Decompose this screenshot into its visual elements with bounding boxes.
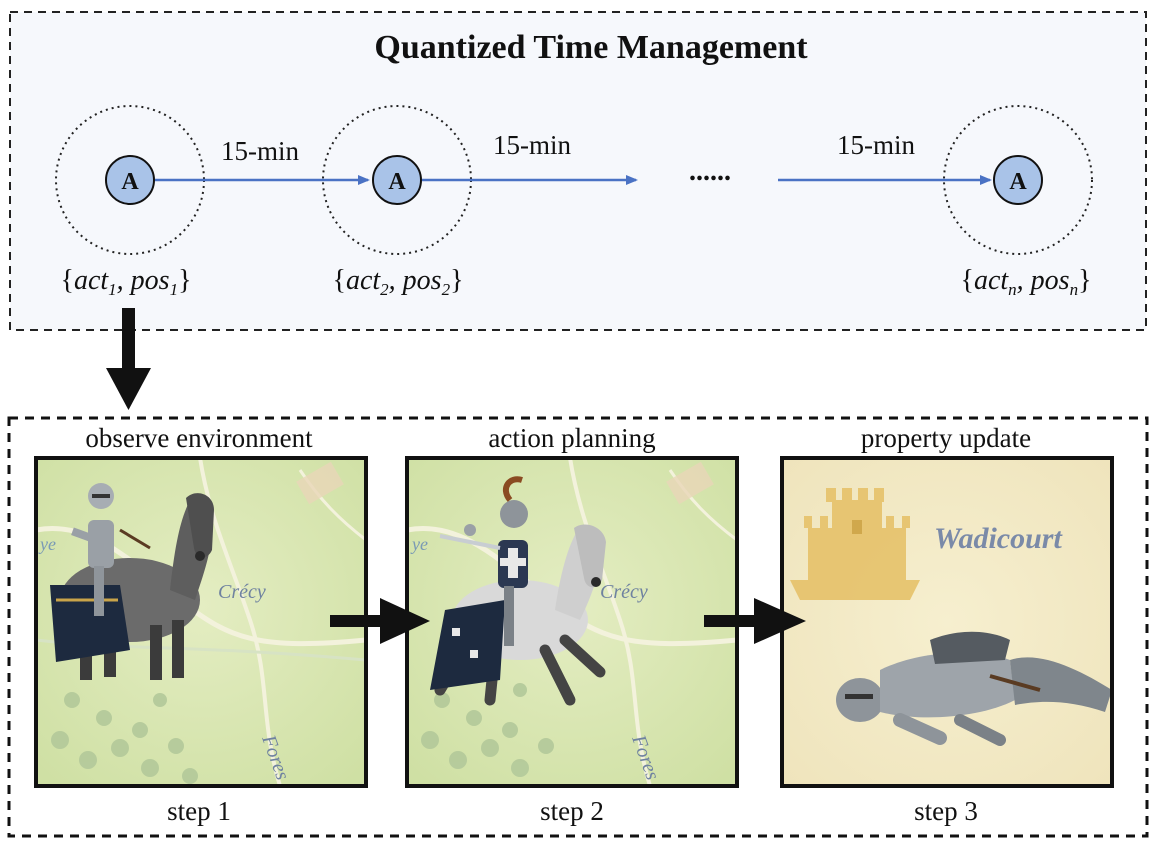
step-2-image: Fores Crécy ye xyxy=(405,456,739,788)
mounted-knight-figure xyxy=(50,483,214,680)
state-label-2: {act2, pos2} xyxy=(332,265,463,299)
state-label-n: {actn, posn} xyxy=(960,265,1091,299)
charging-knight-figure xyxy=(430,476,606,706)
svg-text:ye: ye xyxy=(410,534,428,554)
down-arrow xyxy=(106,308,151,410)
agent-node-1-glyph: A xyxy=(121,169,139,195)
agent-node-1 xyxy=(105,155,155,205)
agent-node-n-glyph: A xyxy=(1009,169,1027,195)
step-arrow-1 xyxy=(330,598,430,644)
map-label-3: Wadicourt xyxy=(934,522,1063,555)
perception-range-n xyxy=(943,105,1093,255)
castle-icon xyxy=(790,488,920,600)
step-caption-3: step 3 xyxy=(914,796,978,826)
step-caption-1: step 1 xyxy=(167,796,231,826)
map-label-2: Crécy xyxy=(600,581,648,603)
phase-header-1: observe environment xyxy=(85,423,313,453)
state-label-1: {act1, pos1} xyxy=(60,265,191,299)
simulation-steps-panel xyxy=(7,416,1149,838)
phase-header-3: property update xyxy=(861,423,1031,453)
interval-label-n: 15-min xyxy=(837,130,915,160)
phase-header-2: action planning xyxy=(488,423,655,453)
agent-node-2 xyxy=(372,155,422,205)
time-management-panel xyxy=(9,11,1147,331)
fallen-knight-figure xyxy=(836,631,1112,746)
interval-label-1: 15-min xyxy=(221,136,299,166)
step-1-image: Fores Crécy ye xyxy=(34,456,368,788)
interval-label-2: 15-min xyxy=(493,130,571,160)
step-3-image: Wadicourt xyxy=(780,456,1114,788)
agent-node-n xyxy=(993,155,1043,205)
step-arrow-2 xyxy=(704,598,806,644)
step-caption-2: step 2 xyxy=(540,796,604,826)
svg-text:ye: ye xyxy=(38,534,56,554)
panel-title: Quantized Time Management xyxy=(374,29,808,66)
agent-node-2-glyph: A xyxy=(388,169,406,195)
map-label-1: Crécy xyxy=(218,581,266,603)
ellipsis: ...... xyxy=(689,156,731,187)
